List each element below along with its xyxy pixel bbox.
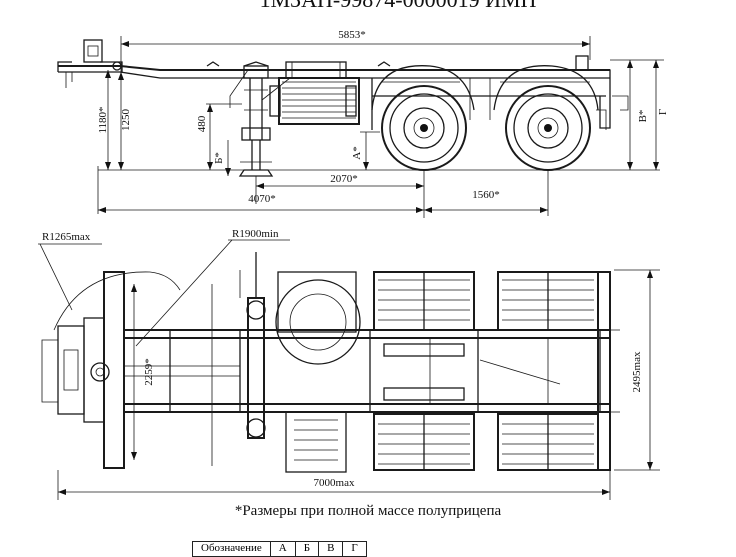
side-view: 5853*: [57, 29, 669, 218]
side-wheel-2: [493, 65, 599, 171]
side-wheel-1: [371, 65, 475, 171]
dim-V: В*: [637, 110, 649, 123]
table-col-a: А: [271, 542, 296, 556]
dim-2495: 2495max: [631, 351, 643, 392]
dim-2070: 2070*: [330, 173, 358, 185]
dim-5853: 5853*: [338, 29, 366, 41]
dim-G: Г: [657, 109, 669, 115]
table-col-g: Г: [351, 542, 358, 554]
dim-1250: 1250: [120, 109, 132, 132]
table-col-b: Б: [296, 542, 320, 556]
dim-7000: 7000max: [314, 477, 355, 489]
table-header-label: Обозначение: [193, 542, 271, 556]
dim-2259: 2259*: [143, 358, 155, 386]
dim-r1265: R1265max: [42, 231, 91, 243]
dim-4070: 4070*: [248, 193, 276, 205]
drawing-title: 1МЗАП-99874-0000019 ИМП: [260, 0, 537, 12]
top-wheels: [373, 271, 599, 471]
designation-table-header: Обозначение А Б В Г: [192, 541, 367, 557]
dim-r1900: R1900min: [232, 228, 279, 240]
dim-1180: 1180*: [97, 106, 109, 133]
dim-1560: 1560*: [472, 189, 500, 201]
table-col-v: В: [319, 542, 344, 556]
dim-B: Б*: [213, 152, 225, 164]
dim-A: А*: [351, 146, 363, 159]
top-view: R1265max R1900min: [38, 228, 660, 500]
footnote: *Размеры при полной массе полуприцепа: [234, 503, 502, 519]
dim-480: 480: [196, 115, 208, 132]
